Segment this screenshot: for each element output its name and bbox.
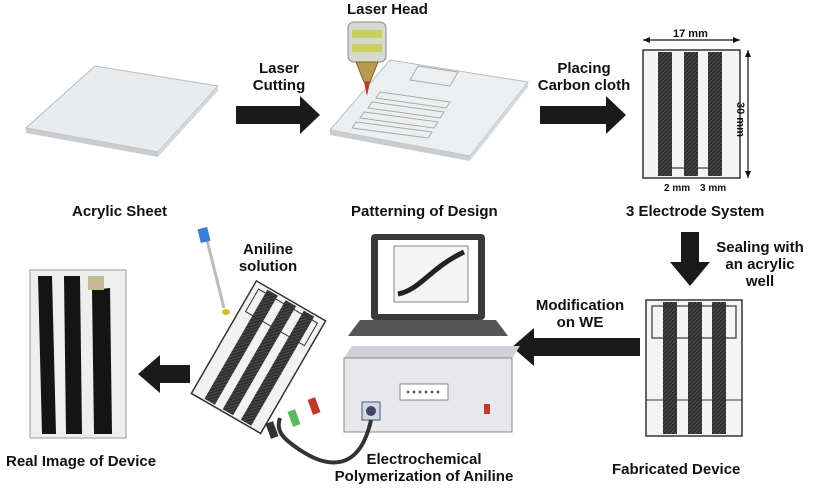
label-modification-line2: on WE (556, 314, 604, 331)
label-placing-carbon: Placing Carbon cloth (524, 60, 644, 94)
alligator-clips (265, 397, 321, 439)
label-acrylic-sheet: Acrylic Sheet (72, 203, 168, 220)
label-patterning: Patterning of Design (351, 203, 498, 220)
label-electrochem-line1: Electrochemical (366, 451, 482, 468)
label-laser-cutting-line1: Laser (258, 60, 300, 77)
label-aniline-line2: solution (238, 258, 298, 275)
label-modification-line1: Modification (535, 297, 625, 314)
arrow-modification (512, 328, 640, 366)
cable (276, 417, 373, 465)
label-gap1: 2 mm (664, 183, 691, 194)
label-three-electrode: 3 Electrode System (626, 203, 765, 220)
laser-head-icon (347, 21, 387, 96)
acrylic-sheet-image (24, 65, 219, 157)
patterned-sheet-image (329, 59, 529, 161)
pipette-icon (197, 226, 230, 315)
label-electrochem: Electrochemical Polymerization of Anilin… (308, 451, 540, 485)
arrow-real-image (138, 355, 190, 393)
label-sealing-line3: well (745, 273, 775, 290)
label-width-dimension: 17 mm (673, 28, 708, 40)
fabricated-device (645, 299, 743, 437)
label-aniline-line1: Aniline (242, 241, 293, 258)
label-fabricated: Fabricated Device (612, 461, 741, 478)
three-electrode-system (642, 37, 751, 179)
label-sealing-line1: Sealing with (716, 239, 804, 256)
arrow-sealing (670, 232, 710, 286)
arrow-laser-cutting (236, 96, 320, 134)
label-modification: Modification on WE (522, 297, 638, 331)
label-laser-cutting-line2: Cutting (252, 77, 306, 94)
label-placing-carbon-line1: Placing (557, 60, 611, 77)
label-sealing-line2: an acrylic (725, 256, 795, 273)
label-real-image: Real Image of Device (6, 453, 157, 470)
laptop-icon (348, 234, 508, 336)
arrow-placing-carbon (540, 96, 626, 134)
aniline-device (190, 279, 327, 435)
label-gap2: 3 mm (700, 183, 727, 194)
label-laser-head: Laser Head (347, 1, 428, 18)
real-device-photo (29, 269, 127, 439)
label-placing-carbon-line2: Carbon cloth (537, 77, 631, 94)
label-aniline-solution: Aniline solution (228, 241, 308, 275)
label-sealing: Sealing with an acrylic well (708, 239, 812, 290)
potentiostat-instrument (343, 346, 520, 433)
label-laser-cutting: Laser Cutting (240, 60, 318, 94)
label-electrochem-line2: Polymerization of Aniline (334, 468, 514, 485)
label-height-dimension: 30 mm (734, 102, 746, 137)
